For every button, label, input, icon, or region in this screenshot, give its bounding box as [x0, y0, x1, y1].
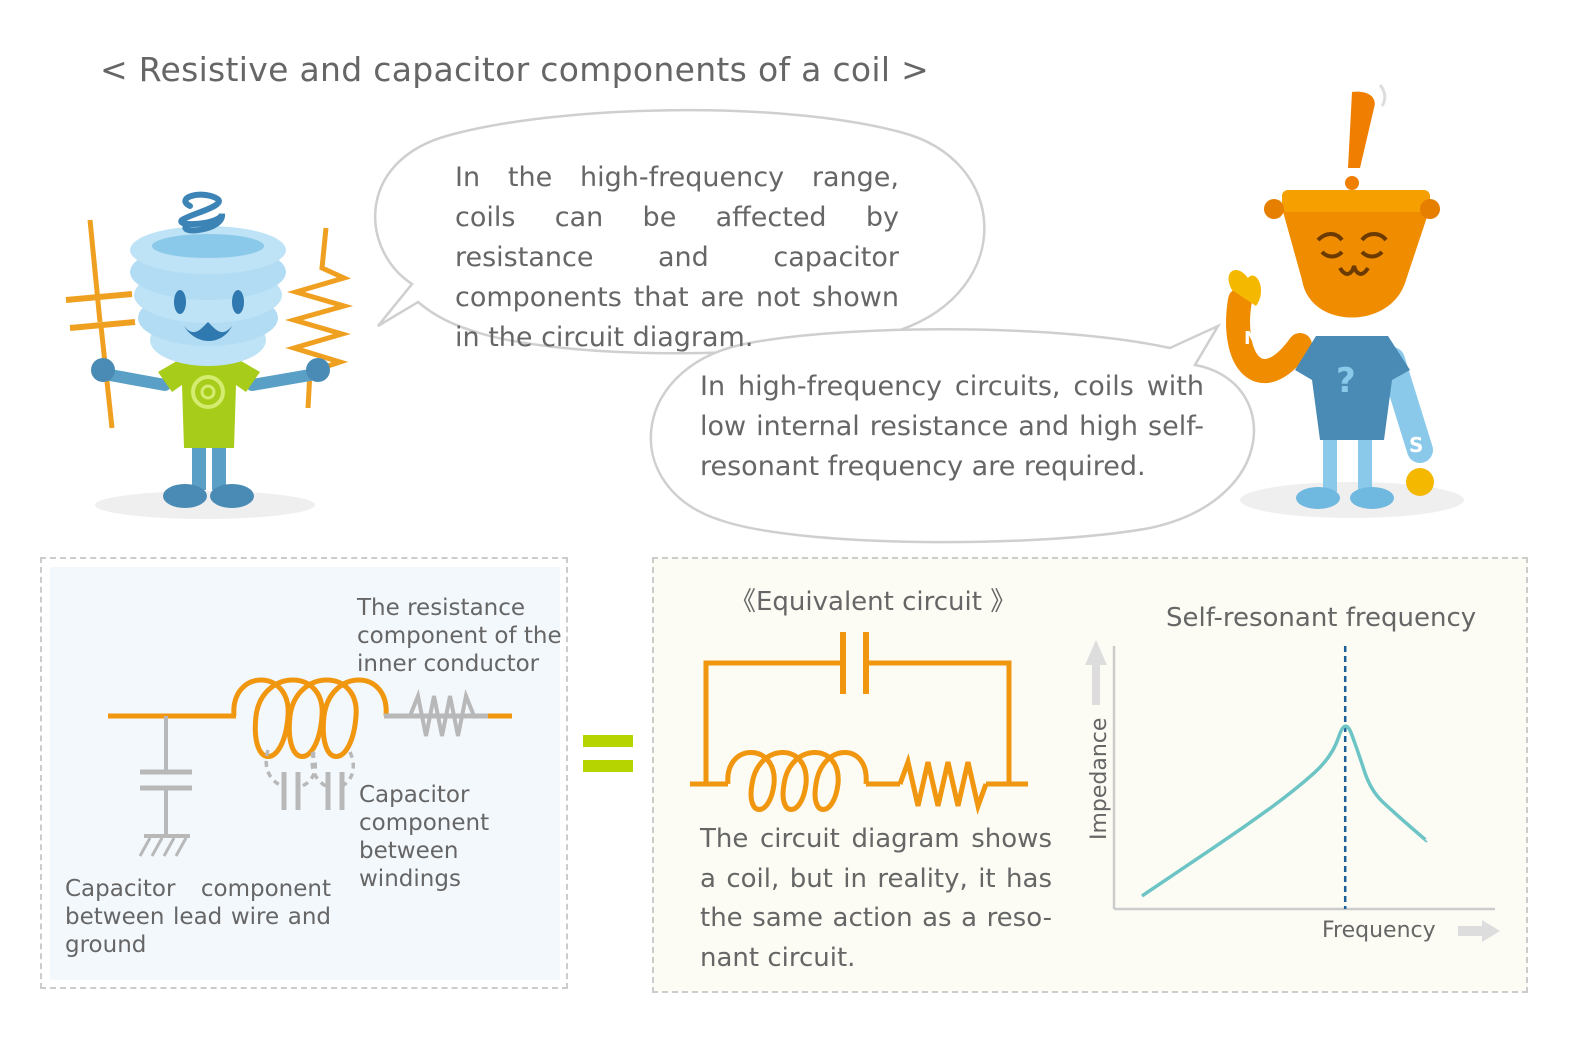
svg-text:S: S — [1409, 433, 1423, 457]
speech-bubble-right-text: In high-frequency circuits, coils with l… — [700, 371, 1204, 482]
winding-capacitor-label: Capacitor component between windings — [359, 782, 490, 892]
speech-bubble-left-text: In the high-frequency range, coils can b… — [455, 162, 899, 353]
impedance-curve — [1141, 724, 1429, 898]
chart-title: Self-resonant frequency — [1166, 603, 1477, 633]
ground-capacitor-label: Capacitor component between lead wire an… — [65, 876, 331, 958]
coil-character-icon — [65, 191, 354, 519]
page-title: < Resistive and capacitor components of … — [100, 50, 930, 89]
x-axis-arrow-icon — [1458, 920, 1500, 942]
svg-text:N: N — [1244, 328, 1259, 349]
speech-bubble-left — [373, 108, 986, 355]
coil-parasitic-diagram — [108, 677, 512, 857]
equals-icon — [583, 735, 633, 772]
speech-bubble-right — [649, 323, 1256, 544]
parasitic-panel-border — [40, 557, 568, 989]
x-axis-label: Frequency — [1322, 918, 1436, 943]
equivalent-circuit-heading: 《Equivalent circuit 》 — [730, 587, 1017, 617]
resistance-component-label: The resistance component of the inner co… — [357, 595, 562, 677]
magnet-character-icon: N S ? — [1226, 84, 1464, 518]
y-axis-arrow-icon — [1085, 640, 1107, 705]
impedance-chart — [1085, 640, 1500, 942]
equivalent-circuit-description: The circuit diagram shows a coil, but in… — [700, 824, 1052, 973]
y-axis-label: Impedance — [1087, 717, 1112, 840]
equivalent-circuit-diagram — [690, 632, 1028, 815]
svg-text:?: ? — [1336, 361, 1356, 401]
